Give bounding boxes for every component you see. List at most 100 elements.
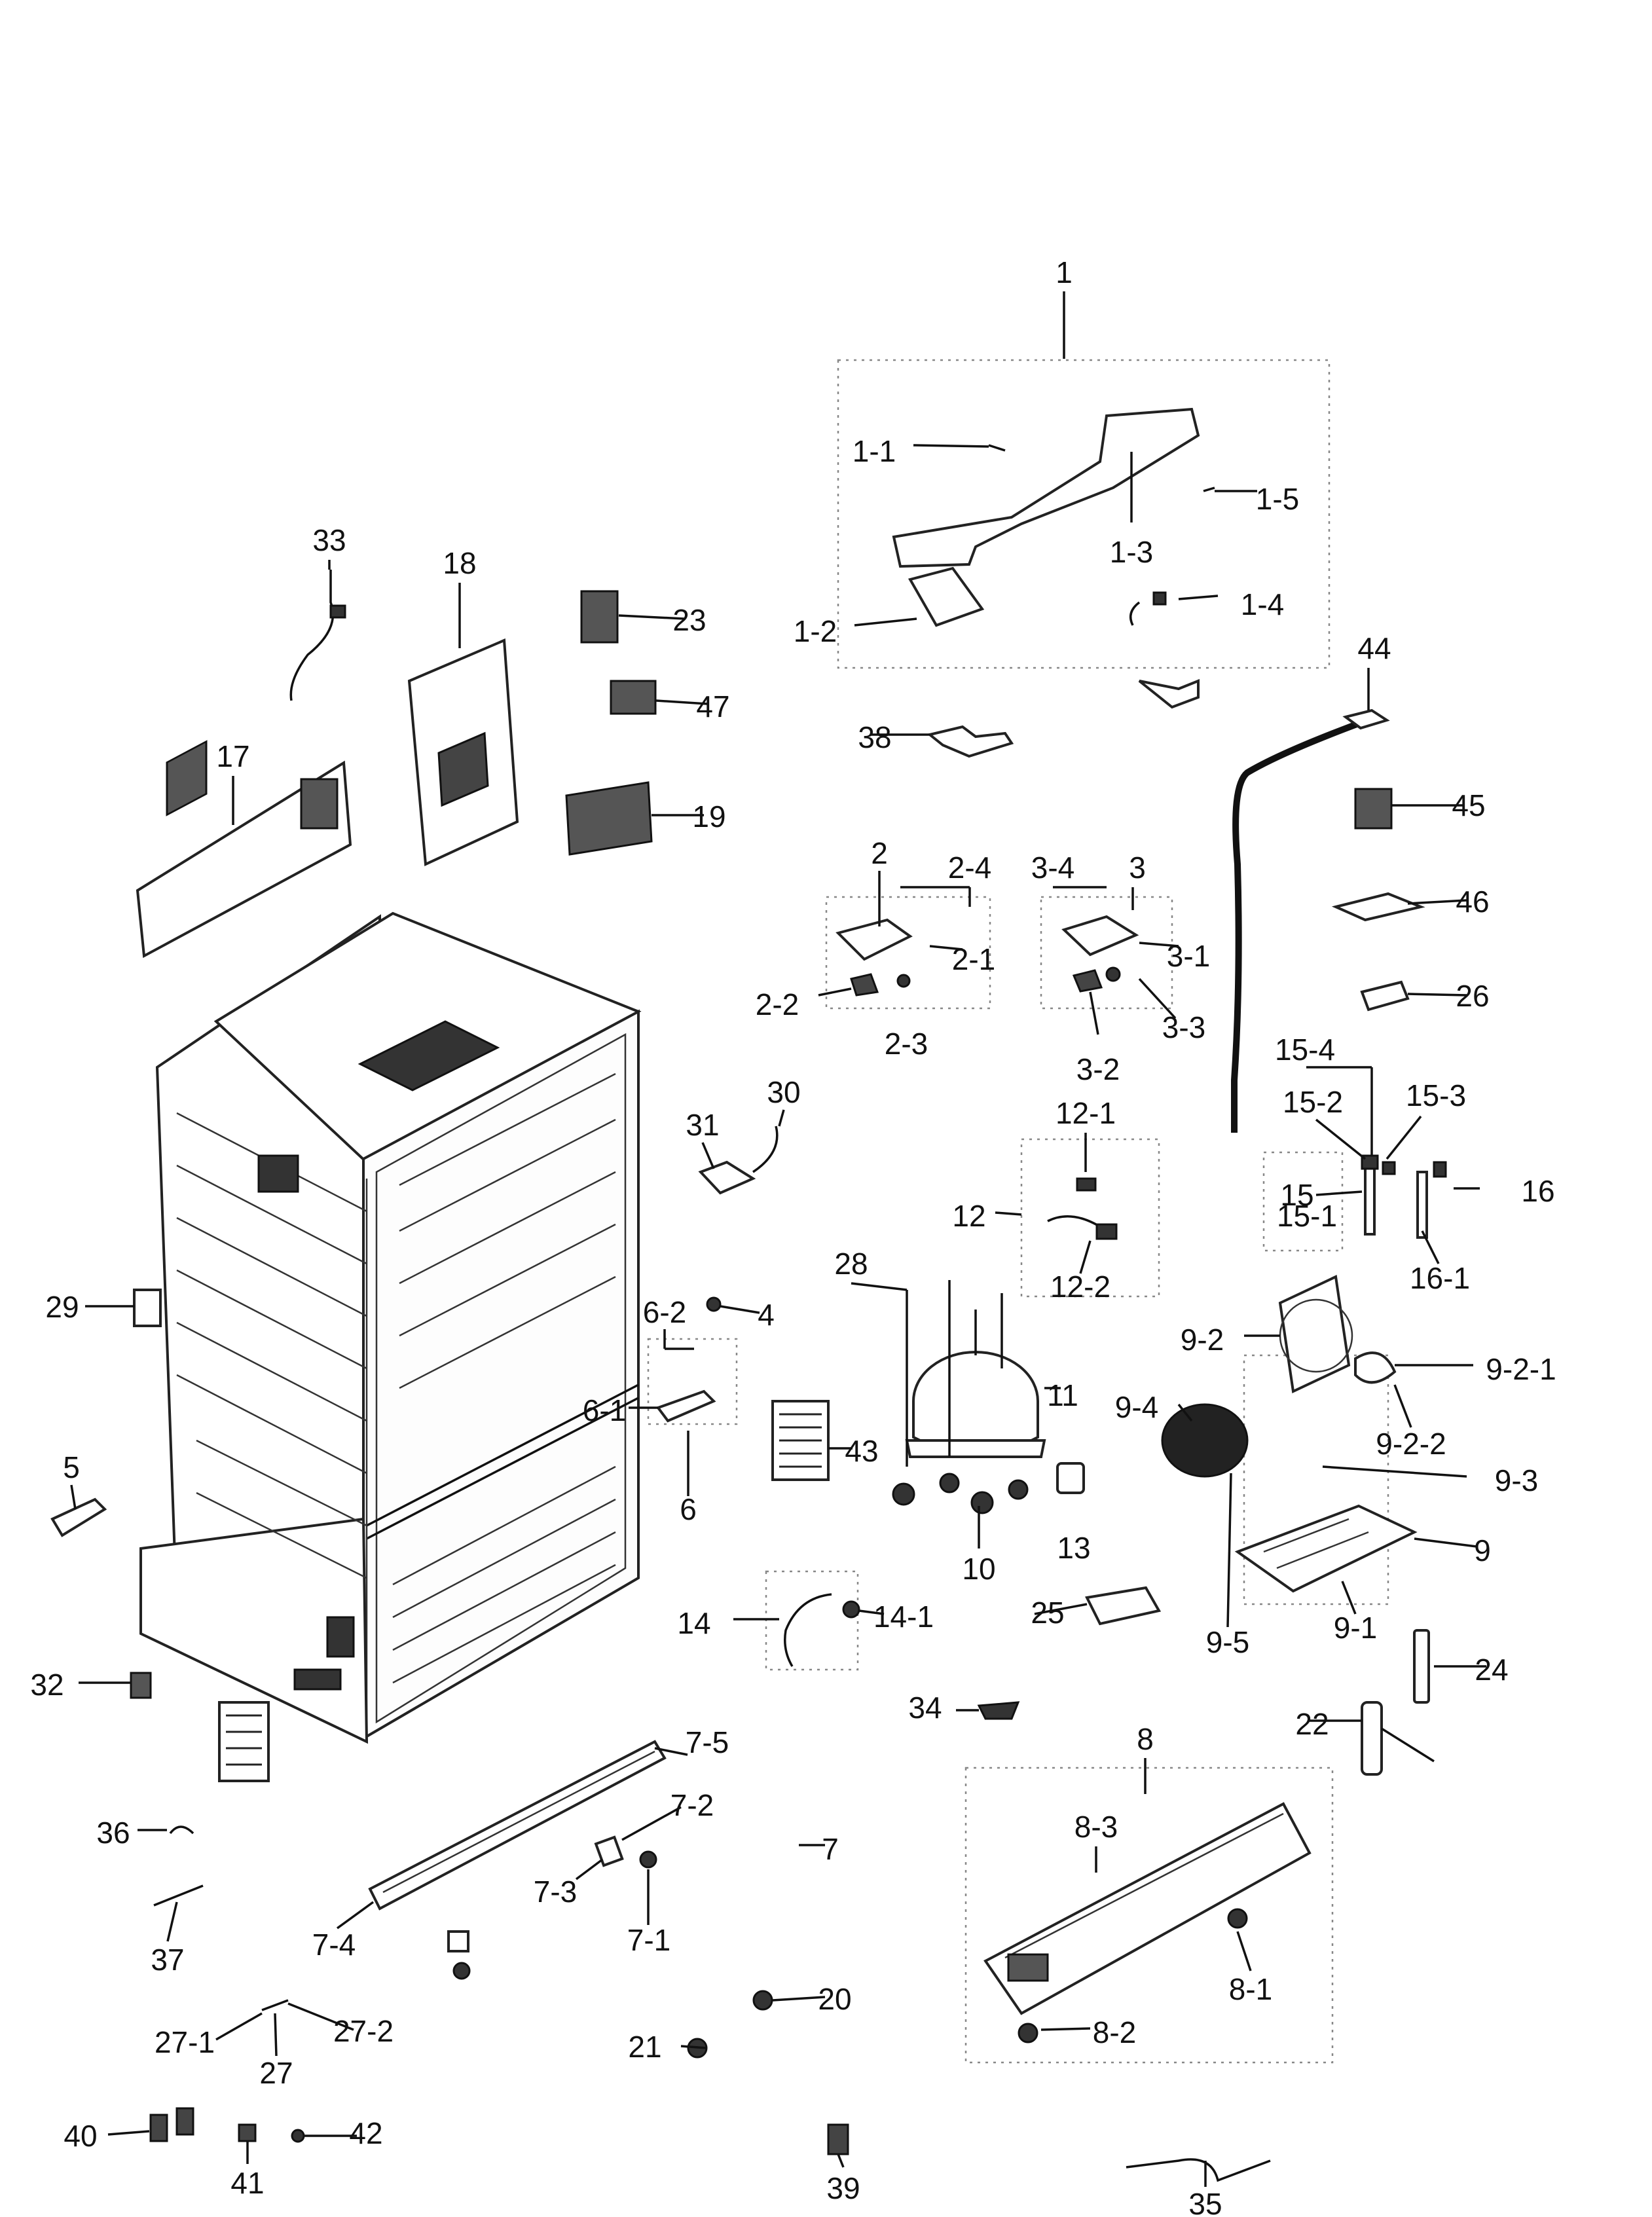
part-label-6: 6 bbox=[680, 1492, 697, 1526]
part-label-3-1: 3-1 bbox=[1167, 939, 1210, 973]
part-14-harness bbox=[784, 1593, 832, 1667]
part-label-14: 14 bbox=[677, 1606, 710, 1640]
part-label-37: 37 bbox=[151, 1943, 184, 1977]
part-label-11: 11 bbox=[1047, 1378, 1078, 1412]
part-37 bbox=[153, 1884, 204, 1907]
part-label-4: 4 bbox=[758, 1298, 775, 1332]
part-25-relay bbox=[1085, 1586, 1162, 1626]
part-8-base-plate bbox=[983, 1802, 1312, 2043]
part-label-39: 39 bbox=[826, 2171, 860, 2205]
part-label-7-5: 7-5 bbox=[686, 1725, 729, 1759]
part-label-12: 12 bbox=[952, 1199, 985, 1233]
part-label-2: 2 bbox=[871, 836, 888, 870]
part-label-38: 38 bbox=[858, 720, 891, 754]
part-label-9: 9 bbox=[1474, 1533, 1491, 1567]
part-label-43: 43 bbox=[845, 1434, 878, 1468]
part-label-1-3: 1-3 bbox=[1110, 535, 1153, 569]
part-19-board bbox=[565, 781, 653, 856]
part-label-14-1: 14-1 bbox=[873, 1600, 934, 1634]
part-label-18: 18 bbox=[443, 546, 476, 580]
part-label-45: 45 bbox=[1452, 788, 1485, 822]
part-label-7-2: 7-2 bbox=[670, 1788, 714, 1822]
part-38-bracket bbox=[927, 725, 1014, 758]
part-label-41: 41 bbox=[230, 2166, 264, 2200]
part-label-3-3: 3-3 bbox=[1162, 1010, 1205, 1044]
part-label-8-2: 8-2 bbox=[1093, 2015, 1136, 2049]
part-label-19: 19 bbox=[692, 799, 725, 834]
leader-lines bbox=[70, 291, 1486, 2187]
part-label-36: 36 bbox=[96, 1816, 130, 1850]
part-grille-lower-vents bbox=[226, 1714, 262, 1766]
part-label-32: 32 bbox=[30, 1668, 64, 1702]
part-43-vent-lines bbox=[779, 1413, 822, 1468]
part-label-35: 35 bbox=[1188, 2187, 1222, 2217]
part-33-cord bbox=[289, 570, 335, 701]
part-45-box bbox=[1354, 788, 1393, 830]
part-16-sensor bbox=[1416, 1161, 1447, 1239]
part-23-board bbox=[580, 590, 619, 644]
part-label-5: 5 bbox=[63, 1450, 80, 1484]
part-6-hinge bbox=[655, 1389, 716, 1423]
part-label-15-1: 15-1 bbox=[1277, 1199, 1337, 1233]
part-label-1: 1 bbox=[1055, 255, 1073, 289]
part-26-cover bbox=[1360, 980, 1410, 1012]
part-24-tube bbox=[1413, 1629, 1430, 1704]
part-label-27: 27 bbox=[259, 2056, 293, 2090]
part-15-sensor bbox=[1361, 1154, 1396, 1236]
part-label-2-3: 2-3 bbox=[885, 1027, 928, 1061]
part-label-6-2: 6-2 bbox=[643, 1295, 686, 1329]
part-label-3: 3 bbox=[1129, 851, 1146, 885]
part-label-1-1: 1-1 bbox=[853, 434, 896, 468]
part-label-47: 47 bbox=[696, 689, 729, 724]
part-20 bbox=[752, 1990, 773, 2011]
part-label-9-4: 9-4 bbox=[1115, 1390, 1158, 1424]
part-label-6-1: 6-1 bbox=[583, 1393, 626, 1427]
part-label-9-5: 9-5 bbox=[1206, 1625, 1249, 1659]
part-label-30: 30 bbox=[767, 1075, 800, 1109]
part-label-2-1: 2-1 bbox=[952, 942, 995, 976]
part-label-20: 20 bbox=[818, 1982, 851, 2016]
part-label-10: 10 bbox=[962, 1552, 995, 1586]
part-grille-lower bbox=[218, 1701, 270, 1782]
part-label-8-1: 8-1 bbox=[1229, 1972, 1272, 2006]
part-label-26: 26 bbox=[1456, 979, 1489, 1013]
part-42 bbox=[291, 2129, 305, 2143]
part-label-27-1: 27-1 bbox=[155, 2025, 215, 2059]
part-label-34: 34 bbox=[908, 1691, 942, 1725]
part-44-end bbox=[1342, 708, 1390, 730]
part-47-board bbox=[610, 680, 657, 715]
part-31-clip bbox=[698, 1160, 756, 1195]
part-41 bbox=[238, 2123, 257, 2142]
part-label-3-4: 3-4 bbox=[1031, 851, 1074, 885]
part-27 bbox=[261, 1999, 289, 2011]
part-label-9-2-1: 9-2-1 bbox=[1486, 1352, 1556, 1386]
part-label-24: 24 bbox=[1475, 1653, 1508, 1687]
part-35-wire bbox=[1126, 2158, 1271, 2182]
part-label-9-2: 9-2 bbox=[1181, 1323, 1224, 1357]
part-label-28: 28 bbox=[834, 1247, 868, 1281]
part-label-8: 8 bbox=[1137, 1722, 1154, 1756]
part-label-29: 29 bbox=[45, 1290, 79, 1324]
part-label-2-4: 2-4 bbox=[948, 851, 991, 885]
part-label-40: 40 bbox=[64, 2119, 97, 2153]
part-label-22: 22 bbox=[1295, 1707, 1329, 1741]
part-label-8-3: 8-3 bbox=[1074, 1810, 1118, 1844]
part-label-42: 42 bbox=[349, 2116, 382, 2150]
part-12-2 bbox=[1095, 1223, 1118, 1240]
part-label-7-1: 7-1 bbox=[627, 1923, 670, 1957]
part-label-1-5: 1-5 bbox=[1256, 482, 1299, 516]
part-36 bbox=[169, 1825, 194, 1835]
part-label-2-2: 2-2 bbox=[756, 987, 799, 1021]
part-label-46: 46 bbox=[1456, 885, 1489, 919]
part-11-compressor bbox=[892, 1280, 1046, 1514]
part-17-back-panel bbox=[136, 740, 352, 959]
part-1-bracket-assembly bbox=[892, 407, 1215, 709]
part-44-tube bbox=[1231, 720, 1360, 1133]
part-39 bbox=[827, 2123, 849, 2155]
part-label-3-2: 3-2 bbox=[1076, 1052, 1120, 1086]
part-label-33: 33 bbox=[312, 523, 346, 557]
part-18-panel bbox=[407, 638, 519, 867]
part-40 bbox=[149, 2114, 168, 2142]
part-2-hinge bbox=[835, 918, 913, 997]
